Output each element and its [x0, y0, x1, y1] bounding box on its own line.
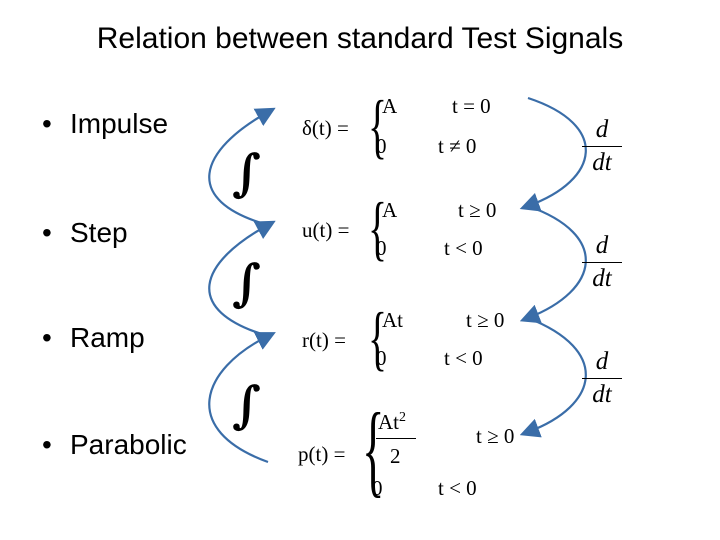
derivative-numerator: d — [595, 348, 609, 375]
bullet-dot: • — [42, 108, 52, 139]
parabolic-case1-condition: t ≥ 0 — [476, 424, 515, 448]
bullet-label: Ramp — [70, 322, 145, 353]
parabolic-case2-value: 0 — [372, 476, 383, 500]
bullet-ramp: • Ramp — [42, 322, 145, 354]
derivative-arrow-1 — [519, 96, 587, 212]
bullet-impulse: • Impulse — [42, 108, 168, 140]
parabolic-lhs: p(t) = — [298, 442, 346, 466]
impulse-case2-value: 0 — [376, 134, 387, 158]
bullet-dot: • — [42, 429, 52, 460]
impulse-case1-condition: t = 0 — [452, 94, 491, 118]
step-case2-condition: t < 0 — [444, 236, 483, 260]
impulse-case2-condition: t ≠ 0 — [438, 134, 477, 158]
step-case2-value: 0 — [376, 236, 387, 260]
ramp-case2-value: 0 — [376, 346, 387, 370]
step-case1-value: A — [382, 198, 398, 222]
parabolic-case1-denominator: 2 — [390, 444, 401, 468]
integral-arrow-2 — [208, 220, 276, 338]
integral-symbol-3: ∫ — [232, 375, 261, 434]
ramp-case2-condition: t < 0 — [444, 346, 483, 370]
step-case1-condition: t ≥ 0 — [458, 198, 497, 222]
integral-symbol-2: ∫ — [232, 253, 261, 312]
parabolic-case1-numerator: At2 — [378, 410, 406, 434]
ramp-brace: { — [368, 298, 388, 378]
impulse-brace: { — [368, 86, 388, 166]
derivative-denominator: dt — [592, 381, 612, 408]
bullet-label: Step — [70, 217, 128, 248]
impulse-case1-value: A — [382, 94, 398, 118]
derivative-denominator: dt — [592, 149, 612, 176]
ramp-case1-condition: t ≥ 0 — [466, 308, 505, 332]
bullet-dot: • — [42, 217, 52, 248]
bullet-step: • Step — [42, 217, 128, 249]
derivative-arrow-2 — [519, 204, 587, 324]
bullet-label: Impulse — [70, 108, 169, 139]
derivative-label-3: d dt — [582, 348, 622, 409]
derivative-label-1: d dt — [582, 116, 622, 177]
bullet-parabolic: • Parabolic — [42, 429, 187, 461]
step-brace: { — [368, 188, 388, 268]
step-lhs: u(t) = — [302, 218, 350, 242]
derivative-denominator: dt — [592, 265, 612, 292]
integral-symbol-1: ∫ — [232, 143, 261, 202]
bullet-dot: • — [42, 322, 52, 353]
slide-title: Relation between standard Test Signals — [96, 22, 624, 55]
ramp-lhs: r(t) = — [302, 328, 346, 352]
impulse-lhs: δ(t) = — [302, 116, 349, 140]
ramp-case1-value: At — [382, 308, 403, 332]
derivative-numerator: d — [595, 232, 609, 259]
bullet-label: Parabolic — [70, 429, 187, 460]
derivative-label-2: d dt — [582, 232, 622, 293]
derivative-numerator: d — [595, 116, 609, 143]
parabolic-fraction-bar — [376, 438, 416, 439]
integral-arrow-1 — [208, 107, 276, 227]
parabolic-case2-condition: t < 0 — [438, 476, 477, 500]
integral-arrow-3 — [208, 332, 276, 464]
parabolic-brace: { — [362, 392, 385, 507]
derivative-arrow-3 — [519, 316, 587, 438]
